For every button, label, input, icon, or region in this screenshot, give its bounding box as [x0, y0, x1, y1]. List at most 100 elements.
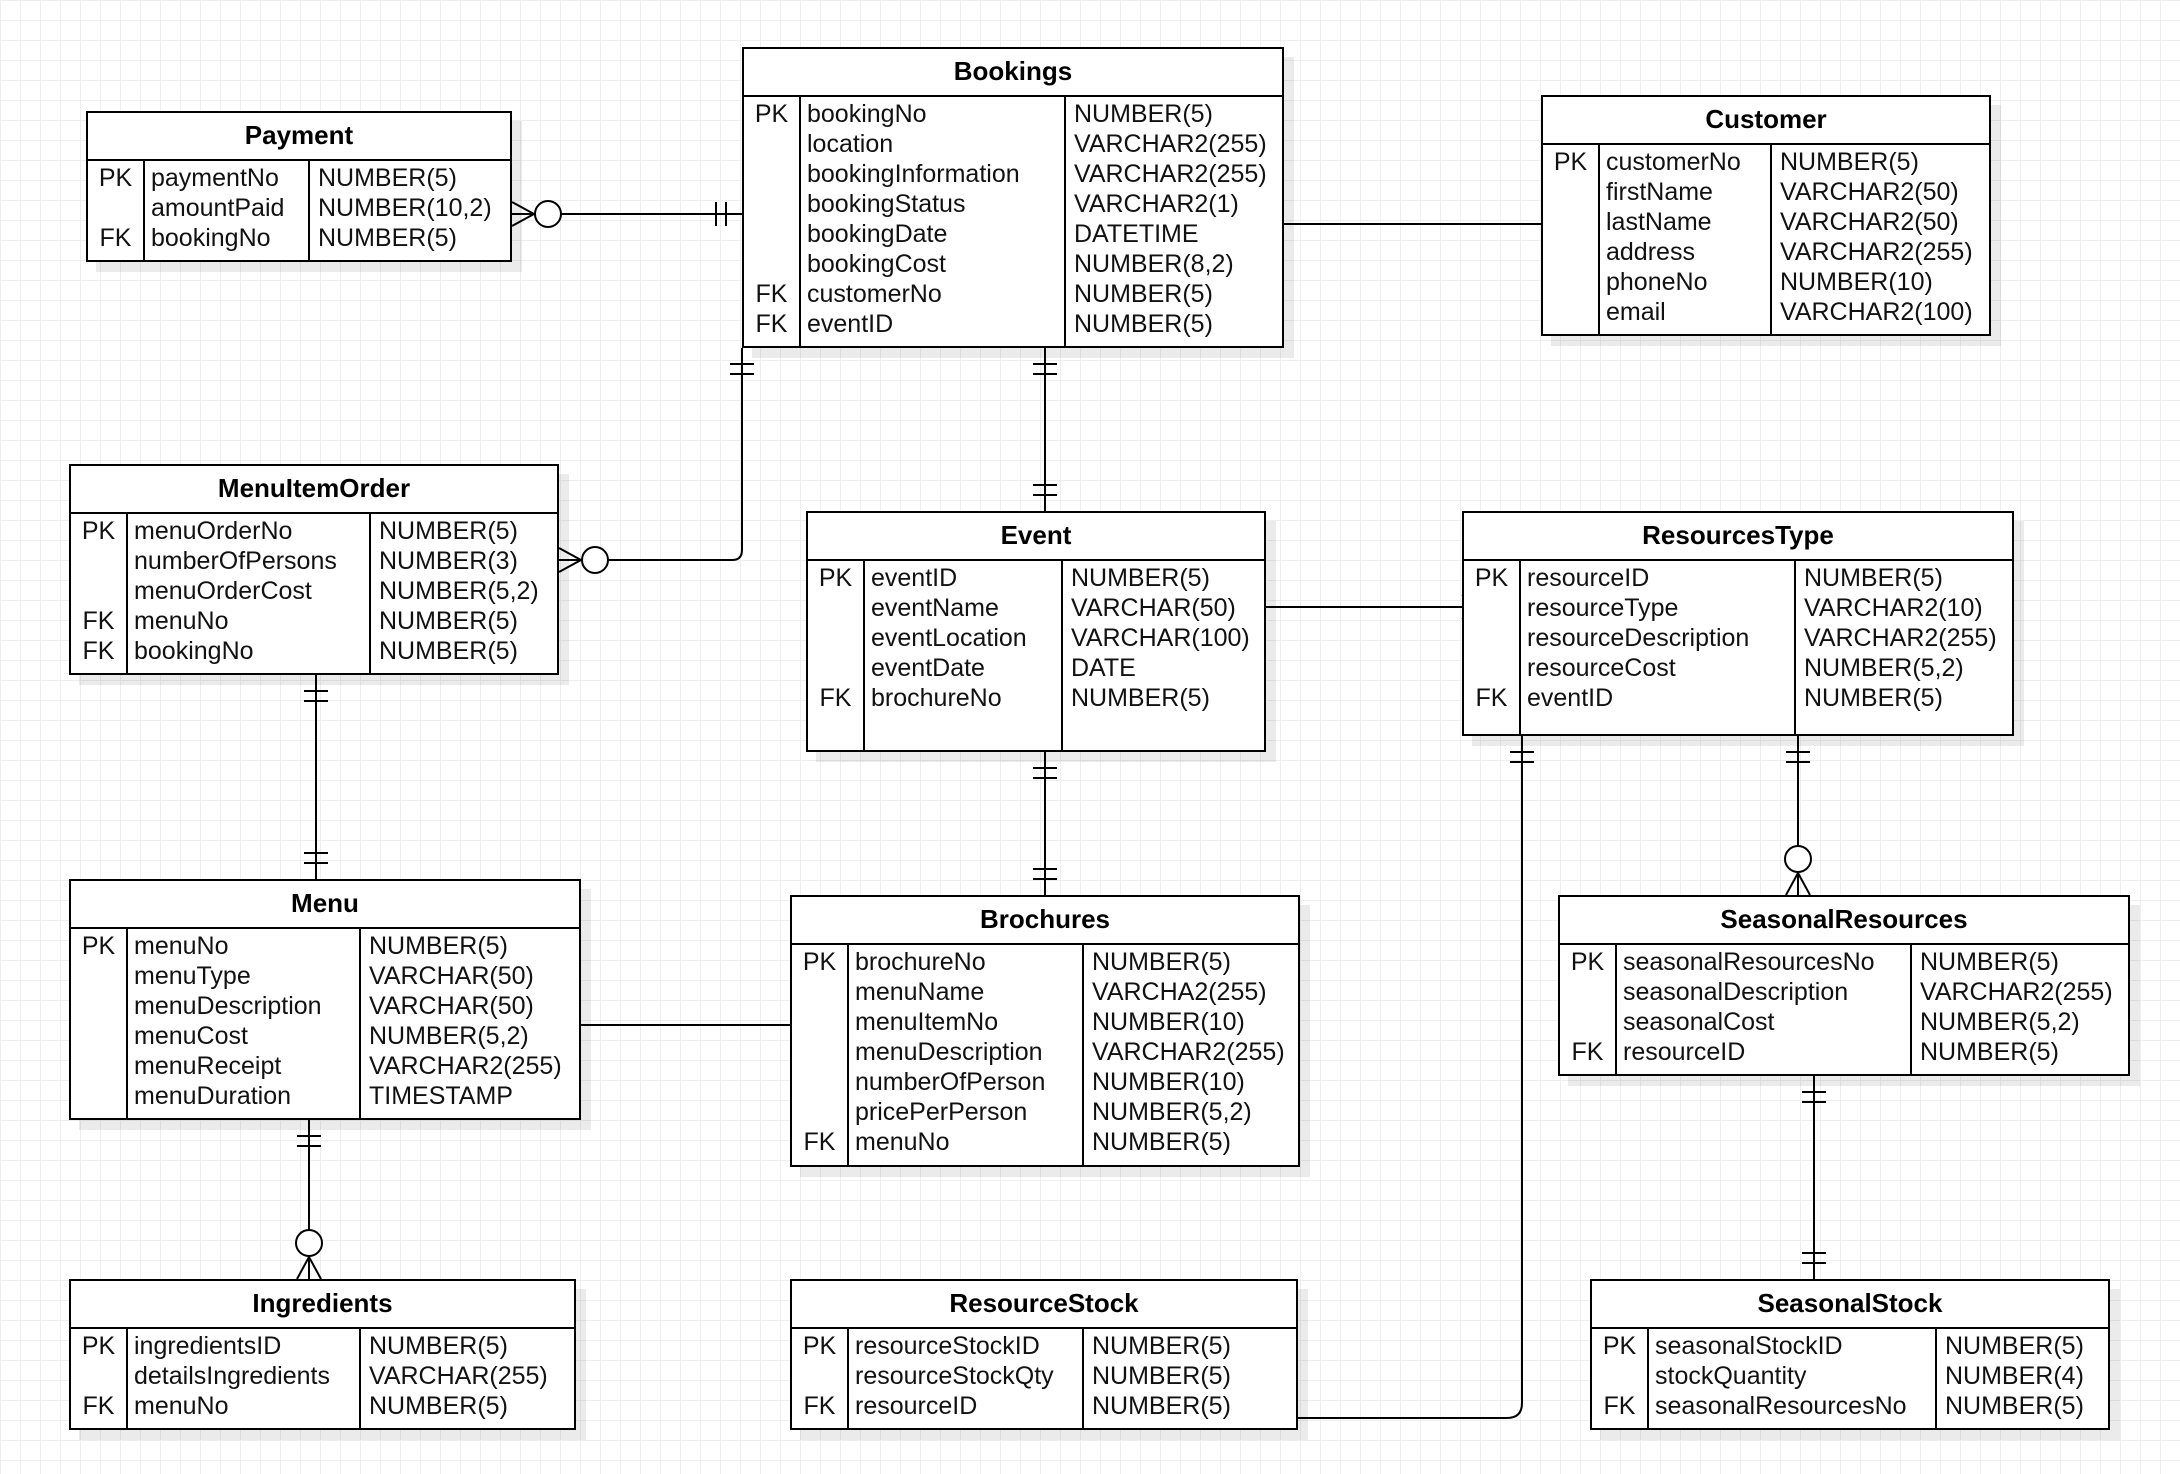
attribute-name: bookingNo: [807, 100, 927, 128]
attribute-name: menuName: [855, 978, 985, 1006]
attribute-type: VARCHAR2(100): [1780, 298, 1973, 326]
attribute-name: firstName: [1606, 178, 1713, 206]
entity-title: ResourceStock: [792, 1281, 1296, 1329]
key-marker: [1592, 1361, 1647, 1391]
attribute-name: address: [1606, 238, 1695, 266]
attribute-name: location: [807, 130, 894, 158]
attribute-type: NUMBER(4): [1945, 1362, 2084, 1390]
attribute-type: VARCHAR2(255): [369, 1052, 562, 1080]
attribute-name: seasonalResourcesNo: [1655, 1392, 1907, 1420]
attribute-type: NUMBER(5): [1074, 310, 1213, 338]
attribute-type: VARCHAR2(255): [1780, 238, 1973, 266]
key-marker: PK: [802, 948, 837, 976]
attribute-type: VARCHAR(100): [1071, 624, 1250, 652]
attribute-name: eventID: [871, 564, 958, 592]
key-marker: [71, 991, 126, 1021]
attribute-name: customerNo: [807, 280, 942, 308]
attribute-type: NUMBER(10): [1092, 1068, 1245, 1096]
key-marker: FK: [82, 607, 115, 635]
attribute-type: NUMBER(5): [318, 164, 457, 192]
attribute-type-column: NUMBER(5)VARCHAR2(10)VARCHAR2(255)NUMBER…: [1794, 559, 2012, 734]
attribute-type: DATE: [1071, 654, 1136, 682]
attribute-name: bookingStatus: [807, 190, 966, 218]
one-and-only-one-marker: [1033, 868, 1057, 880]
attribute-name: resourceCost: [1527, 654, 1676, 682]
attribute-type: NUMBER(5,2): [1804, 654, 1964, 682]
key-marker: FK: [1475, 684, 1508, 712]
attribute-type: VARCHAR2(255): [1074, 130, 1267, 158]
attribute-name: menuDescription: [134, 992, 322, 1020]
key-marker: [71, 546, 126, 576]
attribute-name: menuDescription: [855, 1038, 1043, 1066]
key-marker: [71, 1361, 126, 1391]
key-marker: [71, 576, 126, 606]
key-marker: FK: [1571, 1038, 1604, 1066]
entity-title: SeasonalStock: [1592, 1281, 2108, 1329]
attribute-name: resourceID: [1527, 564, 1650, 592]
attribute-type: DATETIME: [1074, 220, 1199, 248]
key-marker: [71, 1051, 126, 1081]
attribute-type: NUMBER(5): [369, 932, 508, 960]
attribute-name: amountPaid: [151, 194, 285, 222]
crows-foot-zero-many-marker: [558, 546, 609, 574]
key-marker: [808, 623, 863, 653]
one-and-only-one-marker: [1033, 484, 1057, 496]
entity-title: SeasonalResources: [1560, 897, 2128, 945]
key-marker: [1464, 653, 1519, 683]
key-marker: FK: [803, 1128, 836, 1156]
crows-foot-zero-many-marker: [1784, 845, 1812, 896]
one-and-only-one-marker: [1802, 1252, 1826, 1264]
crows-foot-zero-many-marker: [295, 1229, 323, 1280]
attribute-type: VARCHAR(255): [369, 1362, 548, 1390]
key-marker: FK: [755, 310, 788, 338]
key-marker: [744, 189, 799, 219]
one-and-only-one-marker: [730, 363, 754, 375]
attribute-name: eventName: [871, 594, 999, 622]
attribute-type: VARCHAR2(255): [1920, 978, 2113, 1006]
attribute-name: menuReceipt: [134, 1052, 282, 1080]
attribute-name: brochureNo: [871, 684, 1002, 712]
key-marker: [1560, 977, 1615, 1007]
attribute-type: VARCHAR2(50): [1780, 208, 1959, 236]
attribute-type: NUMBER(10,2): [318, 194, 492, 222]
attribute-type: NUMBER(5): [379, 637, 518, 665]
key-marker: PK: [1570, 948, 1605, 976]
attribute-name: phoneNo: [1606, 268, 1708, 296]
attribute-type: NUMBER(5): [1804, 684, 1943, 712]
one-and-only-one-marker: [1510, 751, 1534, 763]
key-marker: PK: [81, 1332, 116, 1360]
attribute-type: VARCHAR2(255): [1092, 1038, 1285, 1066]
attribute-type: VARCHAR(50): [1071, 594, 1236, 622]
key-marker: PK: [818, 564, 853, 592]
key-marker: [744, 129, 799, 159]
